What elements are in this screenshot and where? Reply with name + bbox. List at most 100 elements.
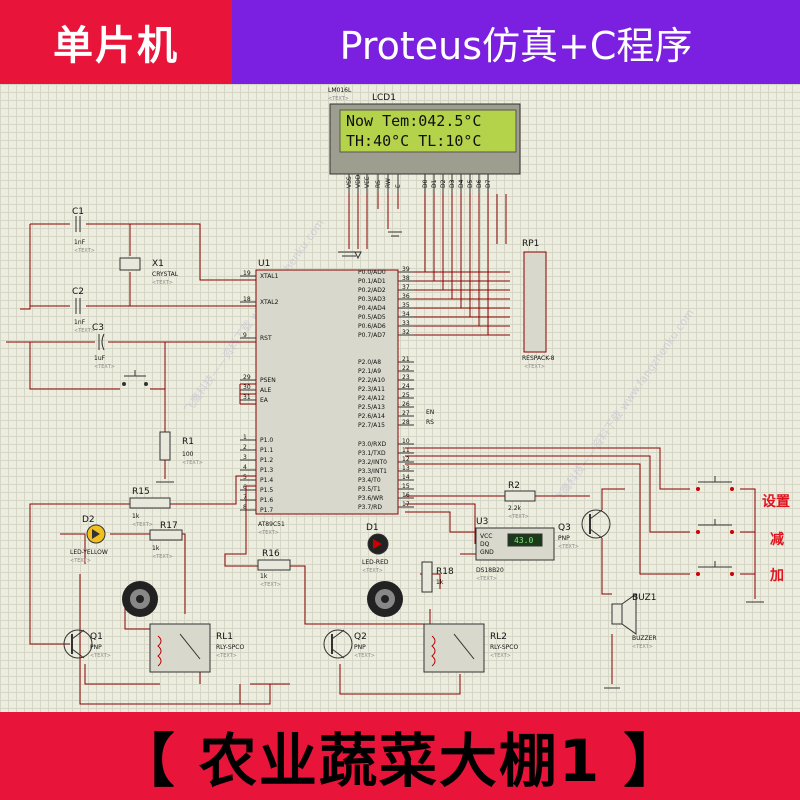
svg-text:<TEXT>: <TEXT> <box>354 653 375 659</box>
svg-text:R2: R2 <box>508 481 520 491</box>
led-d2: D2 LED-YELLOW <TEXT> <box>70 515 108 564</box>
svg-text:<TEXT>: <TEXT> <box>362 568 383 574</box>
mcu-left-pin-num: 6 <box>243 484 247 491</box>
mcu-left-pin-name: P1.4 <box>260 477 273 484</box>
label-set: 设置 <box>762 493 790 510</box>
mcu-left-pin-name: ALE <box>260 387 271 394</box>
lcd-pin-label: D3 <box>449 179 456 188</box>
mcu-right-pin-name: P0.0/AD0 <box>358 269 386 276</box>
sensor-reading: 43.0 <box>514 536 533 545</box>
mcu-right-pin-name: P2.1/A9 <box>358 368 381 375</box>
cap-c3: C3 1uF <TEXT> <box>92 323 115 370</box>
lcd1: LM016L <TEXT> LCD1 Now Tem:042.5°C TH:40… <box>328 87 521 194</box>
lcd-pin-label: D0 <box>422 179 429 188</box>
mcu-right-pin-num: 32 <box>402 329 410 336</box>
mcu-left-pin-num: 4 <box>243 464 247 471</box>
buzzer-buz1: BUZ1 BUZZER <TEXT> <box>604 593 657 689</box>
svg-text:<TEXT>: <TEXT> <box>94 364 115 370</box>
mcu-left-pin-name: XTAL2 <box>260 299 279 306</box>
mcu-right-pin-name: P2.2/A10 <box>358 377 385 384</box>
relay-rl2: RL2 RLY-SPCO <TEXT> <box>423 623 518 673</box>
mcu-right-pin-num: 15 <box>402 483 410 490</box>
mcu-right-pin-name: P2.7/A15 <box>358 422 385 429</box>
button-dec <box>696 519 734 534</box>
svg-text:RLY-SPCO: RLY-SPCO <box>490 644 518 651</box>
led-d1: D1 LED-RED <TEXT> <box>362 523 389 574</box>
svg-text:PNP: PNP <box>354 644 366 651</box>
mcu-ref: U1 <box>258 259 270 269</box>
svg-text:1k: 1k <box>152 545 160 552</box>
mcu-left-pin-name: P1.6 <box>260 497 273 504</box>
rp1: RP1 RESPACK-8 <TEXT> <box>522 239 555 370</box>
svg-text:X1: X1 <box>152 259 164 269</box>
mcu-right-pin-num: 22 <box>402 365 410 372</box>
schematic: 飞鹰科技——资料下载 www.fangzhenku.com 飞鹰科技——资料下载… <box>6 87 790 705</box>
svg-text:<TEXT>: <TEXT> <box>260 582 281 588</box>
svg-text:<TEXT>: <TEXT> <box>90 653 111 659</box>
mcu-left-pin-num: 2 <box>243 444 247 451</box>
mcu-left-pin-name: RST <box>260 335 272 342</box>
svg-text:<TEXT>: <TEXT> <box>74 328 95 334</box>
mcu-left-pin-name: P1.1 <box>260 447 273 454</box>
svg-text:PNP: PNP <box>90 644 102 651</box>
svg-text:1k: 1k <box>132 513 140 520</box>
lcd-model: LM016L <box>328 87 352 94</box>
svg-text:<TEXT>: <TEXT> <box>632 644 653 650</box>
mcu-right-pin-name: P2.6/A14 <box>358 413 385 420</box>
mcu-right-pin-name: P3.4/T0 <box>358 477 381 484</box>
svg-text:GND: GND <box>480 549 494 556</box>
mcu-right-pin-num: 13 <box>402 465 410 472</box>
mcu-left-pin-num: 30 <box>243 384 251 391</box>
svg-text:D2: D2 <box>82 515 95 525</box>
mcu-right-pin-num: 35 <box>402 302 410 309</box>
mcu-right-pin-name: P0.6/AD6 <box>358 323 386 330</box>
mcu-right-pin-num: 11 <box>402 447 410 454</box>
svg-text:DQ: DQ <box>480 541 490 548</box>
banner-right: Proteus仿真+C程序 <box>232 0 800 84</box>
mcu-right-pin-num: 21 <box>402 356 410 363</box>
lcd-pin-label: E <box>395 184 402 188</box>
svg-text:2.2k: 2.2k <box>508 505 522 512</box>
mcu-left-pin-num: 19 <box>243 270 251 277</box>
mcu-right-pin-name: P0.5/AD5 <box>358 314 386 321</box>
mcu-right-pin-name: P3.0/RXD <box>358 441 386 448</box>
sensor-u3: U3 VCC DQ GND 43.0 DS18B20 <TEXT> <box>475 517 555 582</box>
svg-text:CRYSTAL: CRYSTAL <box>152 271 179 278</box>
lcd-line2: TH:40°C TL:10°C <box>346 132 481 150</box>
mcu-right-pin-name: P2.4/A12 <box>358 395 385 402</box>
svg-text:R16: R16 <box>262 549 280 559</box>
mcu-right-pin-num: 14 <box>402 474 410 481</box>
svg-text:BUZZER: BUZZER <box>632 635 657 642</box>
mcu-right-pin-num: 10 <box>402 438 410 445</box>
svg-text:D1: D1 <box>366 523 379 533</box>
lcd-pin-label: D5 <box>467 179 474 188</box>
mcu-right-pin-num: 37 <box>402 284 410 291</box>
svg-text:<TEXT>: <TEXT> <box>152 280 173 286</box>
label-inc: 加 <box>769 568 784 584</box>
mcu-right-pin-name: P0.1/AD1 <box>358 278 386 285</box>
mcu-right-pin-name: P3.2/INT0 <box>358 459 387 466</box>
svg-text:U3: U3 <box>476 517 488 527</box>
res-r18: R18 1k <box>421 561 454 593</box>
svg-text:Q1: Q1 <box>90 632 103 642</box>
mcu-left-pin-num: 1 <box>243 434 247 441</box>
svg-text:R1: R1 <box>182 437 194 447</box>
svg-text:C2: C2 <box>72 287 84 297</box>
mcu-right-pin-num: 39 <box>402 266 410 273</box>
mcu-right-pin-name: P3.1/TXD <box>358 450 386 457</box>
mcu-right-pin-num: 34 <box>402 311 410 318</box>
lcd-line1: Now Tem:042.5°C <box>346 112 481 130</box>
svg-text:R18: R18 <box>436 567 454 577</box>
mcu-left-pin-name: PSEN <box>260 377 276 384</box>
cap-c1: C1 1nF <TEXT> <box>72 207 95 254</box>
relay-rl1: RL1 RLY-SPCO <TEXT> <box>149 623 244 673</box>
transistor-q2: Q2 PNP <TEXT> <box>323 629 375 659</box>
res-r2: R2 2.2k <TEXT> <box>504 481 536 520</box>
button-set <box>696 476 734 491</box>
mcu-model: AT89C51 <box>258 521 285 528</box>
lcd-pin-label: VSS <box>346 176 353 188</box>
mcu-left-pin-num: 9 <box>243 332 247 339</box>
mcu-right-pin-name: P3.6/WR <box>358 495 383 502</box>
transistor-q3: Q3 PNP <TEXT> <box>558 509 611 550</box>
